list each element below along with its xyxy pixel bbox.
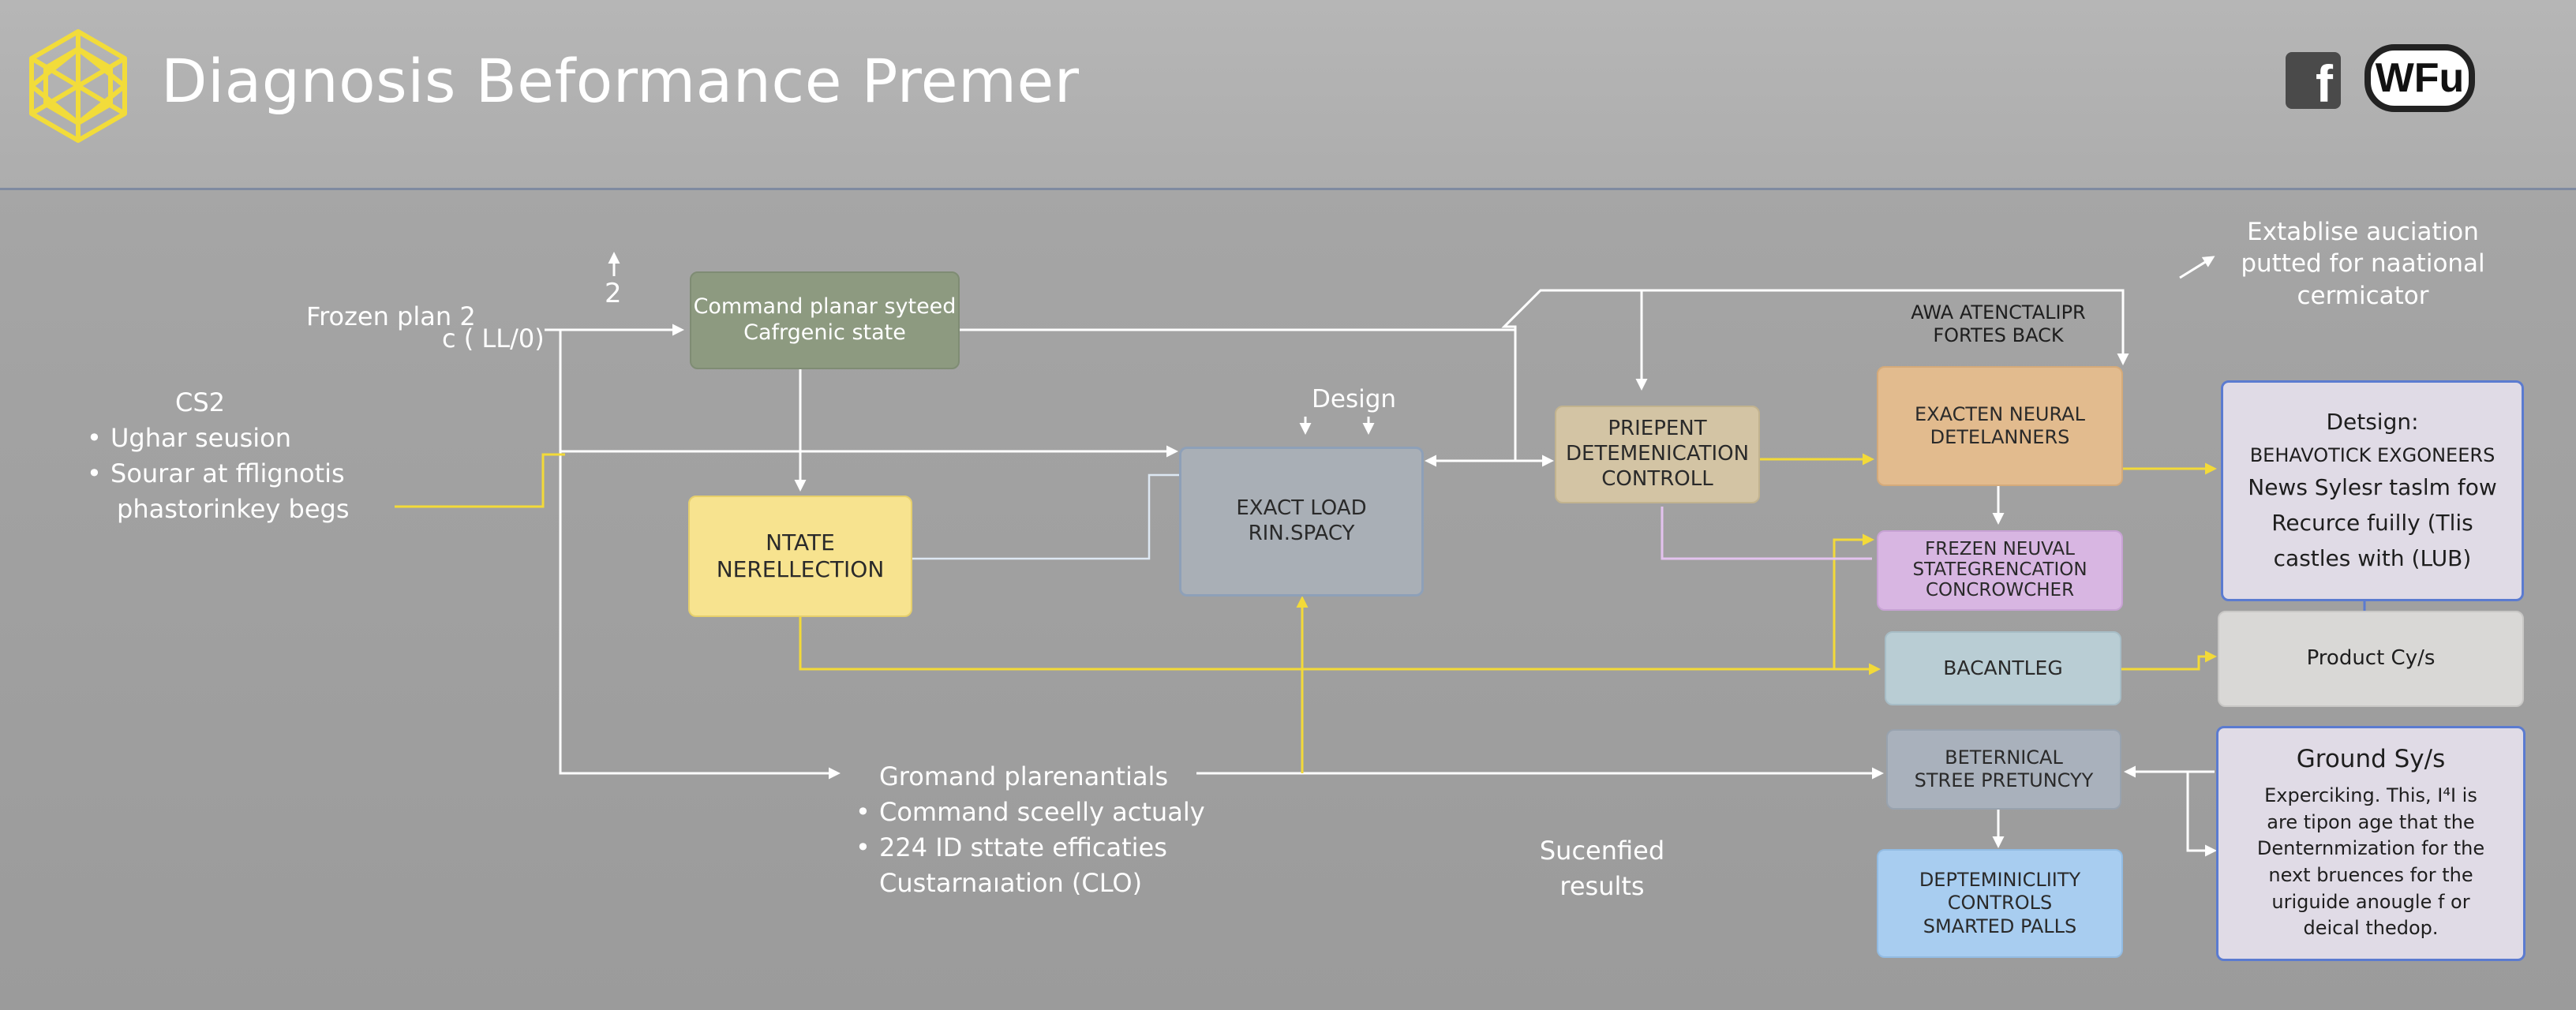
exact-load-text: EXACT LOAD RIN.SPACY [1236,496,1367,545]
cs2-item: Sourar at fflignotis [87,456,350,492]
design-card: Detsign: BEHAVOTICK EXGONEERS News Syles… [2221,380,2524,601]
ntate-box: NTATE NERELLECTION [688,496,912,617]
geodesic-logo-icon [29,29,127,143]
connector-left-trunk [545,328,841,780]
design-card-body: News Sylesr taslm fow Recurce fuilly (Tl… [2248,474,2497,571]
design-label: Design [1312,385,1397,413]
connector-priepent-to-frezen [1661,507,1872,560]
connector-exact-ntate [912,473,1179,560]
connector-bacantleg-to-product [2121,650,2217,671]
command-planar-box: Command planar syteed Cafrgenic state [690,271,960,369]
cs2-list: CS2 Ughar seusion Sourar at fflignotis p… [87,385,350,527]
cs2-item: Ughar seusion [87,421,350,456]
connector-ground-bidirectional [2186,770,2217,857]
beternical-text: BETERNICAL STREE PRETUNCYY [1914,746,2094,791]
product-text: Product Cy/s [2306,646,2436,671]
design-card-title: Detsign: [2326,409,2419,436]
product-box: Product Cy/s [2218,611,2524,707]
diagonal-arrow-icon [2179,256,2215,279]
exacten-text: EXACTEN NEURAL DETELANNERS [1915,402,2085,448]
gromand-title: Gromand plarenantials [879,761,1169,791]
frozen-plan-sublabel: c ( LL/0) [442,324,545,354]
deptem-box: DEPTEMINICLIITY CONTROLS SMARTED PALLS [1877,849,2123,958]
ground-card-body: Experciking. This, I⁴I is are tipon age … [2256,784,2485,940]
connector-cs2-yellow [395,453,565,508]
command-planar-text: Command planar syteed Cafrgenic state [693,294,957,345]
awa-label: AWA ATENCTALIPR FORTES BACK [1911,301,2086,346]
bacantleg-box: BACANTLEG [1885,631,2121,705]
header-bar: Diagnosis Beformance Premer f WFu [0,0,2576,190]
ntate-text: NTATE NERELLECTION [716,529,885,582]
gromand-item: Command sceelly actualy [856,795,1205,830]
ground-card: Ground Sy/s Experciking. This, I⁴I is ar… [2216,726,2525,961]
priepent-box: PRIEPENT DETEMENICATION CONTROLL [1555,406,1760,503]
exacten-box: EXACTEN NEURAL DETELANNERS [1877,366,2123,486]
facebook-icon[interactable]: f [2286,52,2341,113]
gromand-item: 224 ID sttate efficaties [856,830,1205,866]
bacantleg-text: BACANTLEG [1943,656,2063,679]
frezen-box: FREZEN NEUVAL STATEGRENCATION CONCROWCHE… [1877,530,2123,611]
gromand-list: Gromand plarenantials Command sceelly ac… [854,759,1205,901]
cs2-continuation: phastorinkey begs [117,494,350,524]
ground-card-title: Ground Sy/s [2296,745,2446,774]
gromand-continuation: Custarnaıation (CLO) [879,868,1143,898]
cs2-title: CS2 [175,387,226,417]
frezen-text: FREZEN NEUVAL STATEGRENCATION CONCROWCHE… [1912,539,2087,600]
extablise-label: Extablise auciation putted for naational… [2241,218,2485,310]
connector-command-right [960,328,1517,467]
frozen-plan-label: Frozen plan 2 [306,301,476,331]
facebook-glyph: f [2316,54,2333,113]
priepent-text: PRIEPENT DETEMENICATION CONTROLL [1565,417,1750,491]
sucenfied-label: Sucenfied results [1539,836,1665,901]
connector-ntate-to-bacantleg [799,617,1881,675]
page-title: Diagnosis Beformance Premer [161,46,1080,116]
design-card-heading: BEHAVOTICK EXGONEERS [2249,444,2496,466]
arrow-number-label: 2 [605,278,622,309]
deptem-text: DEPTEMINICLIITY CONTROLS SMARTED PALLS [1919,869,2081,937]
exact-load-box: EXACT LOAD RIN.SPACY [1179,447,1424,597]
beternical-box: BETERNICAL STREE PRETUNCYY [1886,729,2121,810]
connector-yellow-up-frezen [1833,533,1874,669]
connector-top-loop [1501,289,2129,365]
wfu-badge-icon[interactable]: WFu [2364,44,2475,112]
